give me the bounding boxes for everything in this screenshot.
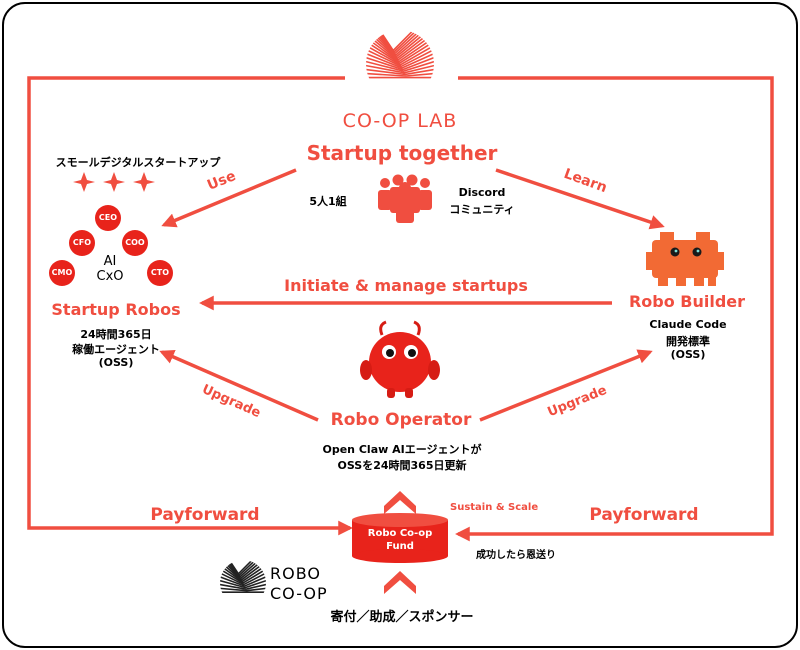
sustain-scale-label: Sustain & Scale xyxy=(450,502,539,513)
robo-coop-logo-icon xyxy=(220,560,266,606)
robo-builder-title: Robo Builder xyxy=(628,292,746,311)
use-arrow xyxy=(161,168,297,228)
logo-stripe xyxy=(220,568,266,584)
robo-operator-title: Robo Operator xyxy=(330,410,472,430)
role-circle-coo xyxy=(122,230,148,256)
logo-stripe xyxy=(366,64,434,74)
initiate-arrow-label: Initiate & manage startups xyxy=(284,276,528,295)
logo-stripe xyxy=(366,68,434,76)
fund-cylinder-icon xyxy=(352,513,448,563)
logo-stripe xyxy=(220,572,266,586)
fund-label-1: Robo Co-op xyxy=(367,528,433,539)
learn-arrow xyxy=(495,168,665,230)
robo-operator-desc-1: Open Claw AIエージェントが xyxy=(322,443,482,456)
community-label-1: Discord xyxy=(458,186,506,199)
role-circle-ceo xyxy=(95,205,121,231)
robo-coop-logo-line-1: ROBO xyxy=(270,564,321,583)
coop-lab-logo-icon xyxy=(366,30,434,98)
coop-lab-logo-text: CO-OP LAB xyxy=(342,110,458,132)
role-coo-label: COO xyxy=(125,238,145,247)
logo-stripe xyxy=(220,576,266,587)
payforward-right-label: Payforward xyxy=(589,505,699,525)
team-size-label: 5人1組 xyxy=(309,195,347,208)
logo-stripe xyxy=(366,72,434,77)
startup-tagline: スモールデジタルスタートアップ xyxy=(55,156,221,169)
ai-label: AI xyxy=(103,254,117,269)
robo-builder-desc-1: Claude Code xyxy=(649,318,727,331)
funding-sources-label: 寄付／助成／スポンサー xyxy=(330,610,474,625)
startup-robos-desc-3: (OSS) xyxy=(98,356,134,369)
group-people-icon xyxy=(378,174,432,223)
role-cfo-label: CFO xyxy=(72,238,92,247)
startup-robos-desc-1: 24時間365日 xyxy=(80,328,152,341)
payforward-loop-line-right xyxy=(455,76,774,542)
logo-stripe xyxy=(366,40,434,65)
role-cmo-label: CMO xyxy=(51,268,73,277)
upgrade-left-arrow xyxy=(159,349,319,422)
fund-label-2: Fund xyxy=(386,541,414,552)
role-circle-cto xyxy=(147,260,173,286)
role-circle-cmo xyxy=(49,260,75,286)
robo-operator-desc-2: OSSを24時間365日更新 xyxy=(337,459,467,472)
logo-stripe xyxy=(220,564,266,583)
logo-stripe xyxy=(366,60,434,73)
logo-stripe xyxy=(366,32,434,62)
robo-coop-logo-line-2: CO-OP xyxy=(270,584,328,603)
three-stars-icon xyxy=(73,172,155,192)
orange-robot-icon xyxy=(646,232,724,286)
payforward-left-label: Payforward xyxy=(150,505,260,525)
cxo-label: CxO xyxy=(96,269,124,284)
logo-stripe xyxy=(366,44,434,66)
startup-robos-desc-2: 稼働エージェント xyxy=(72,343,160,356)
robo-builder-desc-2: 開発標準 xyxy=(666,335,710,348)
logo-stripe xyxy=(366,48,434,68)
up-chevron-icon xyxy=(384,491,416,594)
red-robot-icon xyxy=(360,320,440,398)
upgrade-right-arrow xyxy=(479,349,653,422)
logo-stripe xyxy=(220,587,266,592)
startup-robos-title: Startup Robos xyxy=(51,300,181,319)
logo-stripe xyxy=(366,56,434,71)
payback-label: 成功したら恩送り xyxy=(476,550,556,561)
robo-builder-desc-3: (OSS) xyxy=(670,348,706,361)
logo-stripe xyxy=(366,52,434,69)
role-cto-label: CTO xyxy=(150,268,170,277)
logo-stripe xyxy=(366,36,434,63)
role-ceo-label: CEO xyxy=(98,213,118,222)
cxo-role-circles xyxy=(49,205,173,286)
role-circle-cfo xyxy=(69,230,95,256)
payforward-loop-line xyxy=(27,76,353,536)
startup-together-title: Startup together xyxy=(306,141,498,165)
logo-stripe xyxy=(220,579,266,589)
logo-stripe xyxy=(220,583,266,590)
community-label-2: コミュニティ xyxy=(449,203,515,216)
